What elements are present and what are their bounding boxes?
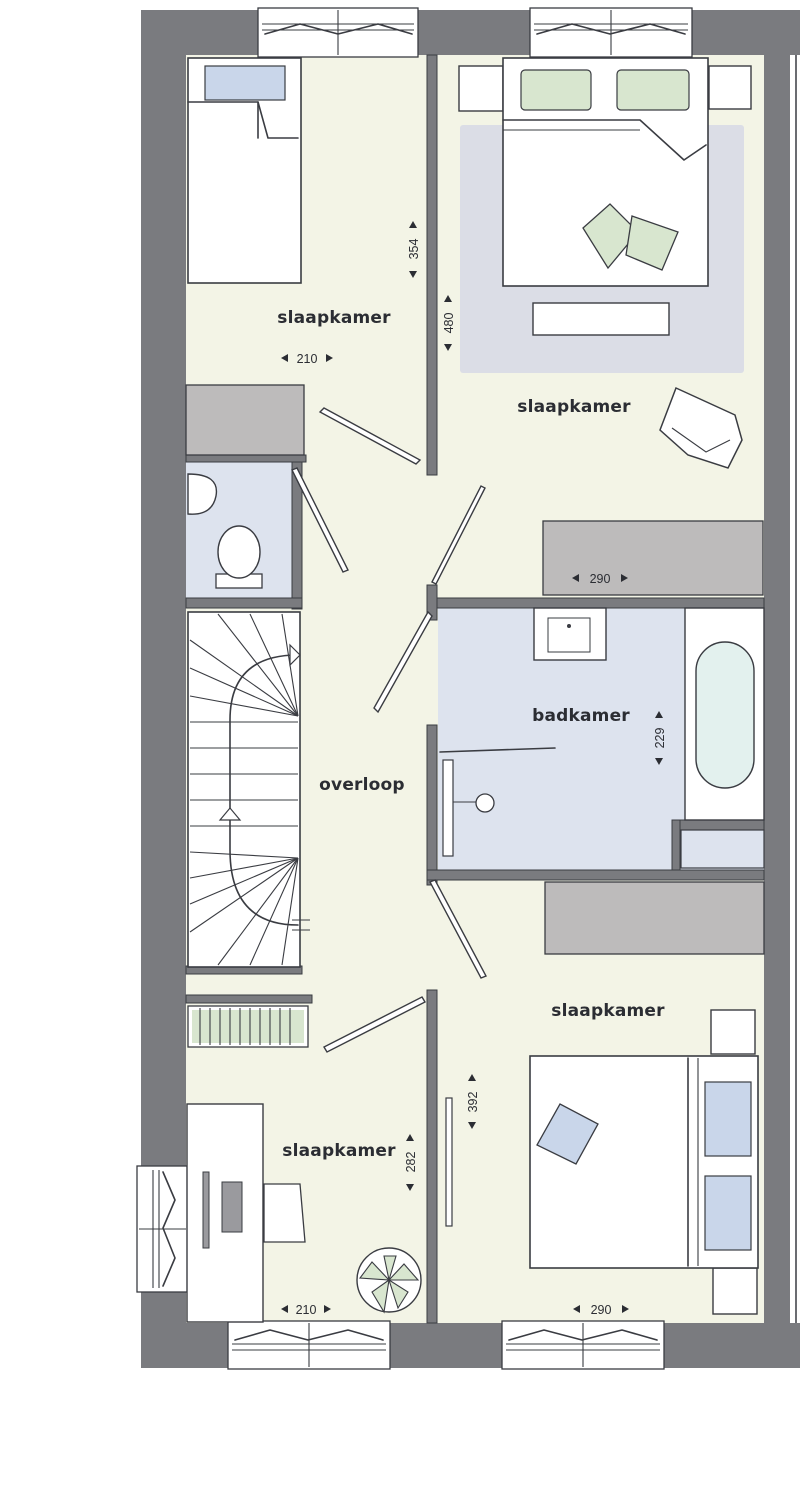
wall-bottom-left-top [185,994,313,1004]
bathtub-water [695,641,755,789]
room-label-bedroom-bottom-left: slaapkamer [282,1141,396,1161]
window-bottom-left [227,1320,391,1370]
room-label-bedroom-top-right: slaapkamer [517,397,631,417]
window-top-left [257,7,419,58]
cushion [625,215,679,271]
svg-text:480: 480 [442,313,456,334]
dimension-bottom-right-depth: 392 [466,1074,480,1129]
pillow [616,69,690,111]
doors [291,407,487,1053]
desk-chair [263,1183,306,1243]
pillow [520,69,592,111]
bench [532,302,670,336]
interior-walls [185,54,765,1324]
dimension-bathroom-depth: 229 [653,711,667,765]
wardrobe-top-right [542,520,764,596]
dimension-bottom-right-width: 290 [573,1303,629,1317]
svg-text:392: 392 [466,1092,480,1113]
room-label-landing: overloop [319,775,405,795]
staircase [187,611,310,968]
wall-vertical-bottom [426,989,438,1324]
dimension-top-right-width: 290 [572,572,628,586]
window-bottom-right [501,1320,665,1370]
svg-text:354: 354 [407,239,421,260]
wall-wc-bottom [185,597,303,609]
dimension-bottom-left-width: 210 [281,1303,331,1317]
door-leaf [323,996,426,1053]
wall-bath-left-top [426,584,438,621]
right-wall-gap [790,55,800,1323]
room-label-bedroom-top-left: slaapkamer [277,308,391,328]
double-bed-top [502,57,709,287]
pillow [704,1081,752,1157]
nightstand-bottom-top [710,1009,756,1055]
wall-bath-bottom [426,869,765,881]
nightstand-bottom-bottom [712,1267,758,1315]
shower-screen [442,759,454,857]
single-bed [187,57,302,284]
svg-text:210: 210 [296,1303,317,1317]
laptop [221,1181,243,1233]
radiator [187,1005,309,1048]
svg-text:290: 290 [590,572,611,586]
armchair [659,386,743,469]
pillow [704,1175,752,1251]
wall-bath-top [426,597,765,609]
windows [136,7,693,1370]
monitor [202,1171,210,1249]
wall-wc-top [185,454,307,463]
bathroom-fixtures [439,607,765,869]
door-leaf [291,467,349,573]
toilet-room [187,473,263,589]
stair-arrow-icon [289,643,301,667]
dimension-top-right-depth: 480 [442,295,456,351]
wall-bath-left [426,724,438,886]
shower-drain-icon [475,793,495,813]
window-left-side [136,1165,189,1293]
wardrobe-bottom-right [544,881,765,955]
door-leaf [431,485,486,585]
dimension-bottom-left-depth: 282 [404,1134,418,1191]
stair-arrow-icon [218,807,242,821]
door-leaf [429,879,487,979]
nightstand-left [458,65,504,112]
room-label-bathroom: badkamer [532,706,630,726]
door-leaf [373,610,433,714]
shelf [680,829,765,869]
sink-icon [187,473,218,515]
svg-text:282: 282 [404,1152,418,1173]
sliding-door [445,1097,453,1227]
toilet-icon [217,525,261,579]
dimension-top-left-depth: 354 [407,221,421,278]
wall-bath-inner-small-v [671,819,681,871]
room-label-bedroom-bottom-right: slaapkamer [551,1001,665,1021]
double-bed-bottom [529,1055,759,1269]
desk [186,1103,306,1323]
nightstand-right [708,65,752,110]
plant-icon [356,1247,422,1314]
window-top-right [529,7,693,58]
door-leaf [318,407,422,465]
wall-vertical-top [426,54,438,476]
svg-text:210: 210 [297,352,318,366]
cushion [536,1103,599,1165]
dimension-top-left-width: 210 [281,352,333,366]
svg-text:229: 229 [653,728,667,749]
svg-text:290: 290 [591,1303,612,1317]
wall-bath-inner-small [671,819,765,831]
wardrobe-top-left [185,384,305,456]
